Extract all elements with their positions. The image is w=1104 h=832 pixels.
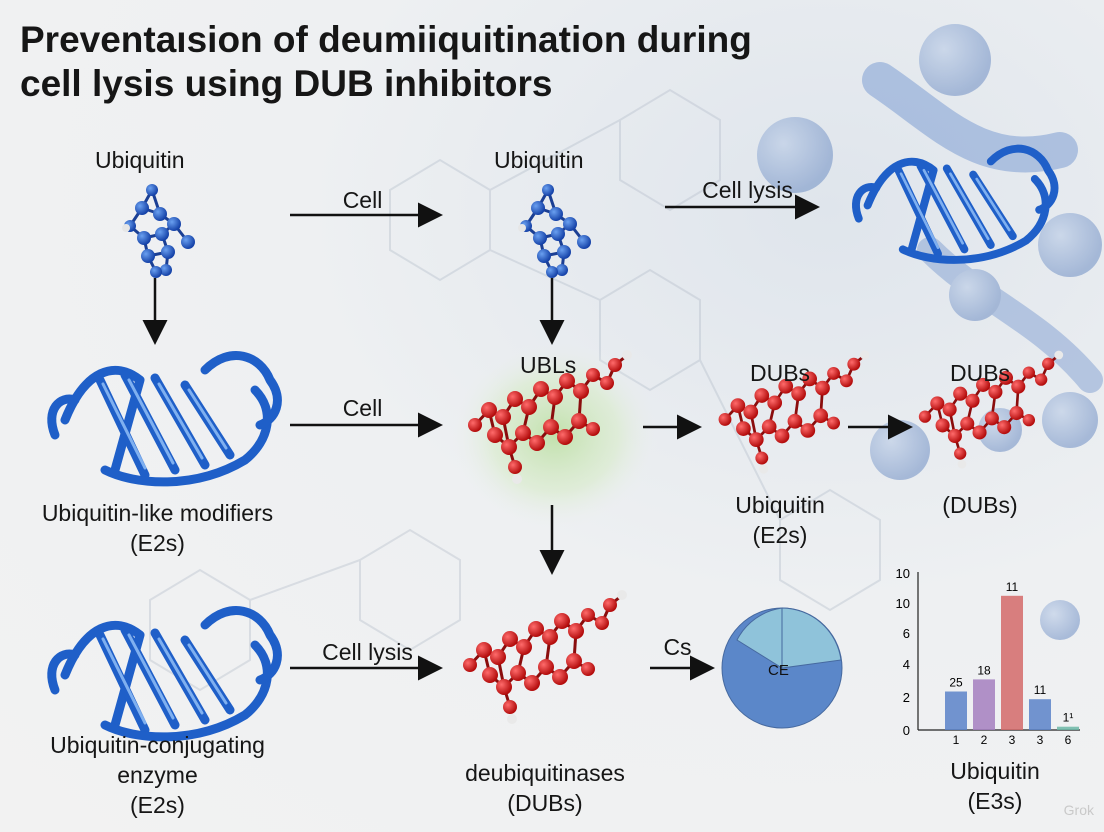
bar-value-label: 25 [949,676,963,690]
label-dubs-2: DUBs [949,360,1011,386]
bar [973,679,995,730]
label-uce-line1: Ubiquitin-conjugating [50,732,265,758]
arrow-label-cell-lysis-2: Cell lysis [702,177,793,203]
bar-value-label: 11 [1006,580,1019,594]
arrow-label-cell-lysis-1: Cell lysis [322,639,413,665]
label-ubiquitin-like-modifiers: Ubiquitin-like modifiers (E2s) [10,498,305,558]
ubiquitin-molecule-1 [120,182,197,280]
bar-value-label: 11 [1034,683,1047,697]
label-ubl-line1: Ubiquitin-like modifiers [41,500,274,526]
label-ubq-e3s-line1: Ubiquitin [950,758,1040,784]
label-ubl-line2: (E2s) [130,530,185,556]
ubiquitin-molecule-2 [516,182,593,280]
y-tick-label: 2 [903,690,910,705]
arrows [142,194,913,681]
y-tick-label: 6 [903,626,910,641]
x-tick-label: 2 [981,733,988,747]
bar-value-label: 1¹ [1063,711,1074,725]
y-tick-label: 0 [903,723,910,738]
arrow-label-cs: Cs [663,634,692,660]
x-tick-label: 3 [1037,733,1044,747]
background-large-spheres [757,24,1103,640]
label-ubiquitin-conjugating-enzyme: Ubiquitin-conjugating enzyme (E2s) [15,730,300,820]
bar-chart: 0 2 4 6 10 10 25 1 18 2 11 3 11 3 1¹ 6 [896,566,1080,747]
deubiquitinase-molecule [461,588,629,726]
label-ubiquitin-e3s: Ubiquitin (E3s) [930,756,1060,816]
label-dub-line2: (DUBs) [507,790,583,816]
arrow-label-cell-1: Cell [342,187,383,213]
bar [945,691,967,730]
y-tick-label: 10 [896,596,910,611]
label-ubq-e2s-line1: Ubiquitin [735,492,825,518]
label-deubiquitinases: deubiquitinases (DUBs) [440,758,650,818]
y-tick-label: 10 [896,566,910,581]
label-ubq-e2s-line2: (E2s) [752,522,808,548]
label-ubiquitin-2: Ubiquitin [494,147,584,173]
bar-value-label: 18 [977,663,991,677]
y-tick-label: 4 [903,657,910,672]
label-ubiquitin-e2s: Ubiquitin (E2s) [710,490,850,550]
title-line-1: Preventaısion of deumiiquitination durin… [20,19,752,60]
x-tick-label: 3 [1009,733,1016,747]
pie-slice-small-2 [736,607,783,669]
x-tick-label: 6 [1065,733,1072,747]
arrow-label-cell-2: Cell [342,395,383,421]
watermark: Grok [1063,802,1094,818]
label-uce-line2: enzyme [117,762,198,788]
label-ubls: UBLs [520,352,577,378]
label-dubs-1: DUBs [749,360,811,386]
bar [1057,726,1079,730]
title-line-2: cell lysis using DUB inhibitors [20,63,553,104]
pie-slice-small [781,607,842,669]
label-dub-line1: deubiquitinases [465,760,625,786]
label-ubiquitin-1: Ubiquitin [95,147,185,173]
ubiquitin-conjugating-enzyme-protein [52,611,278,737]
pie-chart [721,607,843,729]
label-ubq-e3s-line2: (E3s) [967,788,1023,814]
page-title: Preventaısion of deumiiquitination durin… [20,18,752,106]
x-tick-label: 1 [953,733,960,747]
pie-label: CE [768,662,789,679]
bar [1029,699,1051,730]
label-dubs-paren: (DUBs) [942,492,1018,518]
label-uce-line3: (E2s) [130,792,185,818]
ubiquitin-like-modifier-protein [52,356,278,482]
bar [1001,595,1023,730]
background-molecule-art [149,88,881,692]
